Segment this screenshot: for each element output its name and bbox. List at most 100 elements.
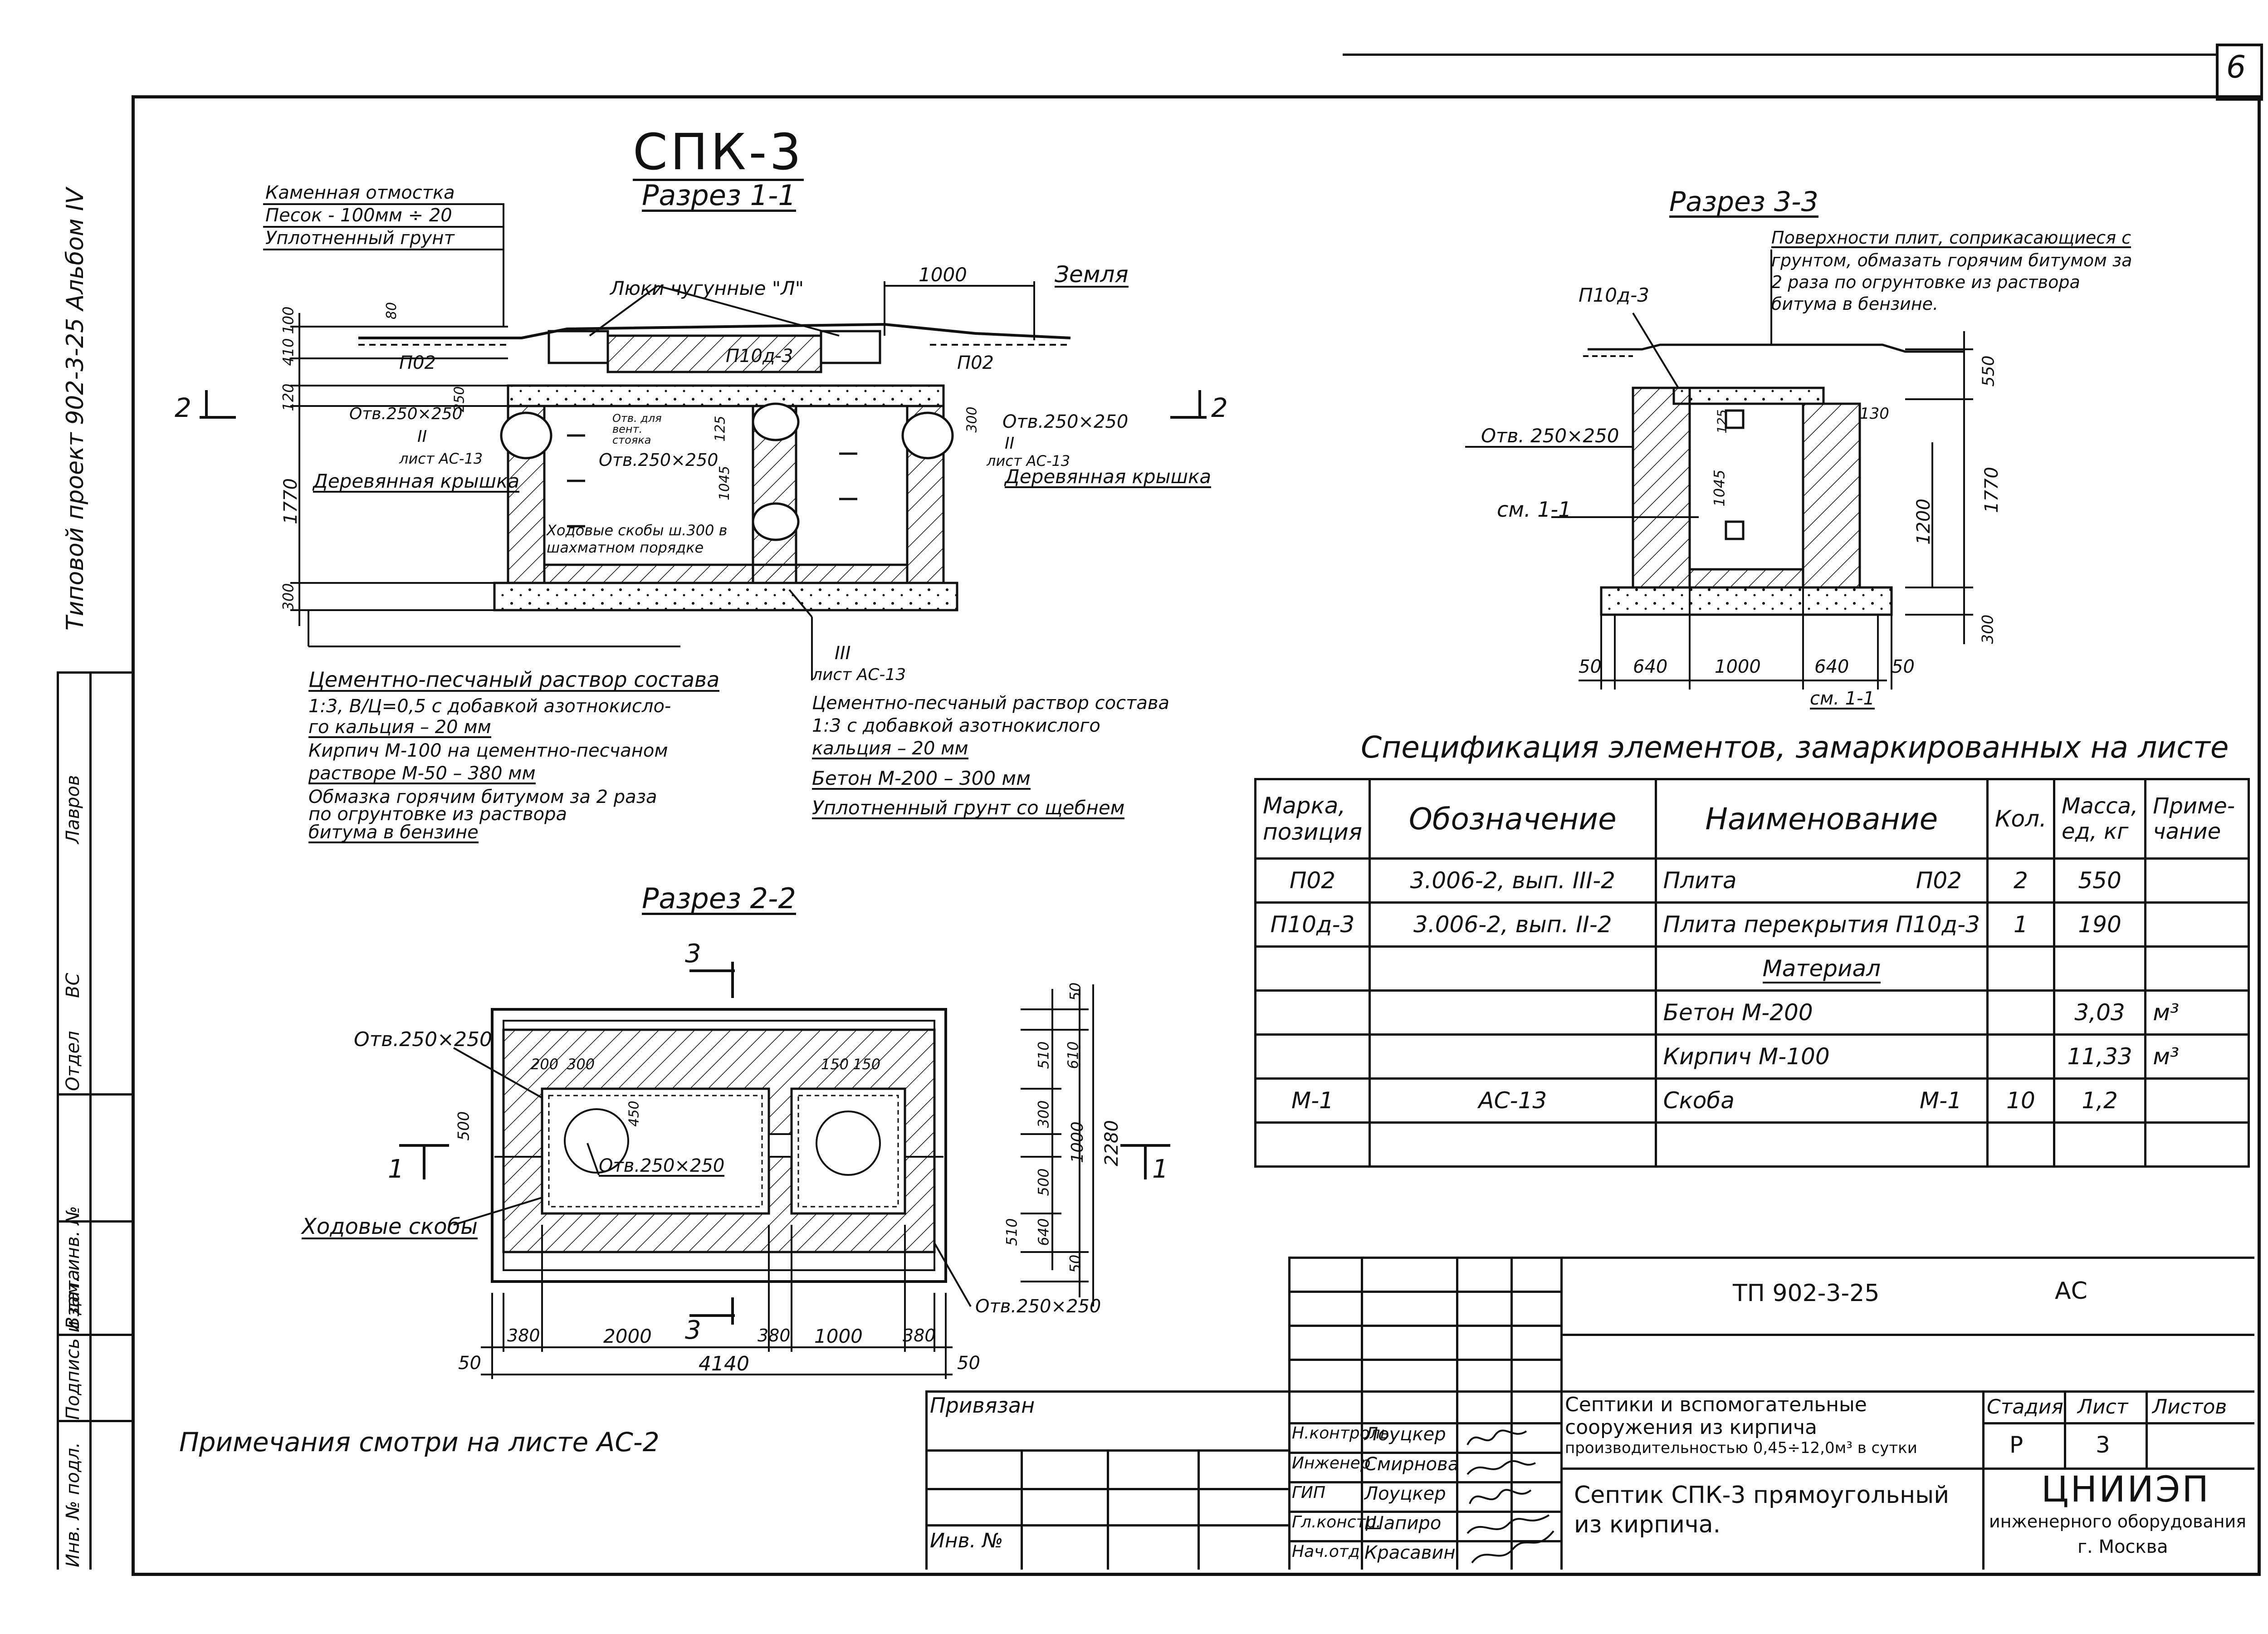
spec-code: 3.006-2, вып. II-2 [1368,901,1657,948]
section-3-title: Разрез 3-3 [1669,186,1818,218]
note-right-2: кальция – 20 мм [812,738,968,759]
spec-qty: 10 [1986,1077,2055,1124]
s2-cut-3-top: 3 [685,939,701,969]
s2-r-500: 500 [1035,1168,1052,1196]
s2-hole-right: Отв.250×250 [975,1296,1101,1317]
s2-cut-1-left: 1 [388,1155,404,1184]
spec-code: 3.006-2, вып. III-2 [1368,857,1657,904]
spec-mass: 1,2 [2053,1077,2147,1124]
stamp-sheet-title-1: из кирпича. [1574,1511,1721,1538]
s2-r-510b: 510 [1003,1218,1021,1246]
stamp-sheets-label: Листов [2152,1395,2227,1419]
spec-mark: М-1 [1254,1077,1371,1124]
s3-dim-50-left: 50 [1579,656,1602,677]
spec-qty [1986,945,2055,992]
sheet-number-box [2216,44,2263,101]
s2-b-380a: 380 [507,1326,540,1345]
s2-rungs: Ходовые скобы [302,1214,478,1239]
stamp-city: г. Москва [2077,1536,2168,1557]
spec-note [2144,857,2250,904]
spec-mass: 11,33 [2053,1033,2147,1080]
s2-r-300: 300 [1035,1100,1052,1128]
s3-note-2: 2 раза по огрунтовке из раствора [1771,272,2080,292]
note-right-4: Уплотненный грунт со щебнем [812,797,1125,819]
spec-note [2144,1121,2250,1168]
s3-see2: см. 1-1 [1810,688,1875,709]
label-hole-right: Отв.250×250 [1002,411,1129,432]
note-right-1: 1:3 с добавкой азотнокислого [812,715,1100,736]
stamp-object-2: производительностью 0,45÷12,0м³ в сутки [1565,1439,1917,1457]
spec-row: Кирпич М-100 11,33 м³ [1254,1033,2250,1080]
spec-mass [2053,945,2147,992]
staff-role-4: Нач.отд. [1292,1542,1365,1561]
staff-name-1: Смирнова [1364,1454,1459,1475]
s2-hole-mid: Отв.250×250 [599,1155,725,1177]
label-po2-left: П02 [399,352,436,373]
staff-name-3: Шапиро [1364,1513,1442,1534]
spec-qty [1986,1033,2055,1080]
stamp-project-code: ТП 902-3-25 [1733,1280,1880,1307]
note-left-5: Обмазка горячим битумом за 2 раза [308,787,657,807]
spec-mark [1254,1121,1371,1168]
layer-2: Уплотненный грунт [265,228,455,249]
s2-b-2000: 2000 [603,1325,652,1347]
main-title: СПК-3 [633,123,804,181]
spec-qty: 2 [1986,857,2055,904]
stamp-stage: Р [2009,1432,2024,1458]
drawing-frame [132,95,2261,1576]
stamp-privyazan: Привязан [930,1393,1035,1418]
spec-name-text: Материал [1762,955,1881,983]
s2-hole-left: Отв.250×250 [354,1028,493,1051]
stamp-org2: инженерного оборудования [1989,1512,2247,1531]
label-sheet-left: лист АС-13 [399,450,483,467]
note-left-6: по огрунтовке из раствора [308,804,567,825]
spec-name: Плита П02 [1654,857,1989,904]
spec-name-text: Плита перекрытия П10д-3 [1663,911,1980,938]
s3-dim-1000: 1000 [1715,656,1761,677]
signatures [1466,1429,1554,1564]
label-po2-right: П02 [957,352,994,373]
section-1-title: Разрез 1-1 [642,179,796,212]
staff-role-0: Н.контроль [1292,1424,1390,1443]
layer-0: Каменная отмостка [265,182,455,203]
label-hatches: Люки чугунные "Л" [610,277,804,299]
label-iii: III [835,643,851,664]
s2-top-300: 300 [567,1056,595,1073]
spec-code [1368,1121,1657,1168]
spec-name-text: Бетон М-200 [1663,999,1813,1026]
s2-d500: 500 [455,1111,473,1141]
note-left-2: го кальция – 20 мм [308,717,491,738]
s2-edge-left: 50 [458,1353,481,1374]
top-edge-line [1343,54,2218,56]
stamp-sheet: 3 [2096,1432,2110,1458]
s3-dim-640-right: 640 [1814,656,1849,677]
spec-name-text: Плита [1663,867,1737,894]
spec-row: Материал [1254,945,2250,992]
s2-r-50a: 50 [1066,982,1084,1001]
staff-role-2: ГИП [1292,1483,1326,1502]
s2-r-610: 610 [1064,1041,1082,1069]
spec-h-code: Обозначение [1368,778,1657,860]
label-vent: Отв. для вент. стояка [612,412,662,446]
spec-note [2144,1077,2250,1124]
spec-name-text: Кирпич М-100 [1663,1043,1830,1070]
s2-b-380b: 380 [758,1326,791,1345]
note-left-0: Цементно-песчаный раствор состава [308,667,720,692]
spec-qty [1986,989,2055,1036]
spec-row: П02 3.006-2, вып. III-2 Плита П02 2 550 [1254,857,2250,904]
staff-role-1: Инженер [1292,1454,1371,1473]
label-lid-left: Деревянная крышка [313,470,520,493]
spec-mark [1254,1033,1371,1080]
s2-edge-right: 50 [957,1353,980,1374]
label-w1000: 1000 [919,264,967,286]
label-sheet-right-ii: II [1005,434,1015,453]
s2-b-380c: 380 [903,1326,936,1345]
side-stamp: Отдел ВС Лавров Взам. инв. № Подпись и д… [57,671,132,1570]
spec-row: Бетон М-200 3,03 м³ [1254,989,2250,1036]
spec-name2: П02 [1916,867,1962,894]
spec-mass: 550 [2053,857,2147,904]
spec-name: Материал [1654,945,1989,992]
